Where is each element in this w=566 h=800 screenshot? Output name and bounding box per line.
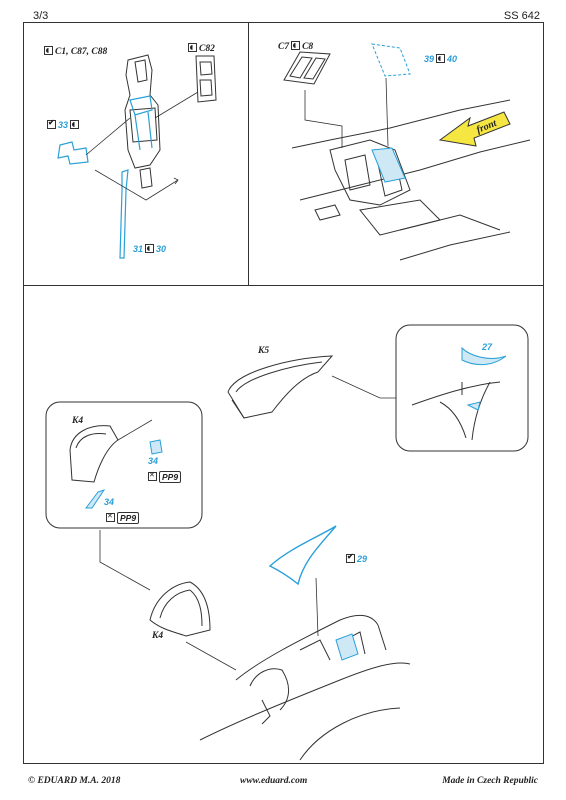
both-sides-icon [291,41,301,50]
part-29-etch [268,525,337,586]
both-sides-icon [70,120,80,129]
seat-drawing [124,54,161,189]
label-pp9b: PP9 [104,508,140,526]
panel-c82-drawing [195,55,217,103]
label-k4-detail: K4 [72,416,84,426]
seat-belt-etch [57,95,153,165]
part-29-leader-line [315,577,319,637]
label-33: 33 [45,118,81,130]
seat-leader-lines [85,91,199,201]
both-sides-icon [145,244,155,253]
detail-34-etch [85,439,163,509]
detail-27-etch [461,346,507,411]
canopy-k4-drawing [149,581,211,637]
cockpit-leader-lines [304,77,389,148]
cockpit-etch-highlight [371,147,406,183]
panel-bottom [23,285,544,764]
k5-leader-line [331,375,396,399]
both-sides-icon [436,54,446,63]
label-pp9a: PP9 [146,467,182,485]
set-code: SS 642 [503,10,540,22]
both-sides-icon [188,43,197,52]
label-k5: K5 [258,346,270,356]
page-number: 3/3 [33,10,49,22]
label-c82: C82 [186,43,215,54]
footer-origin: Made in Czech Republic [442,776,538,786]
detail-34-leader-lines [99,419,153,591]
label-34b: 34 [104,497,115,507]
fuselage-etch-highlight [335,633,359,661]
k4-leader-line [185,641,237,671]
label-29: 29 [344,552,367,564]
part-39-40-etch [371,43,411,77]
check-icon [47,118,56,129]
part-c7-c8-drawing [283,51,331,85]
front-arrow: front [438,111,511,147]
label-34a: 34 [148,456,159,466]
footer-copyright: © EDUARD M.A. 2018 [28,776,121,786]
both-sides-icon [44,46,53,55]
label-27: 27 [482,342,493,352]
label-k4-main: K4 [152,631,164,641]
label-c1-c87-c88: C1, C87, C88 [42,46,107,57]
cockpit-floor-drawing [291,99,531,261]
detail-k4-small-drawing [69,425,119,483]
fuselage-drawing [199,614,411,761]
cut-icon [106,512,115,522]
windshield-k5-drawing [227,355,334,419]
check-icon [346,552,355,563]
footer-website: www.eduard.com [240,776,308,786]
cut-icon [148,471,157,481]
control-stick-etch [119,169,129,259]
